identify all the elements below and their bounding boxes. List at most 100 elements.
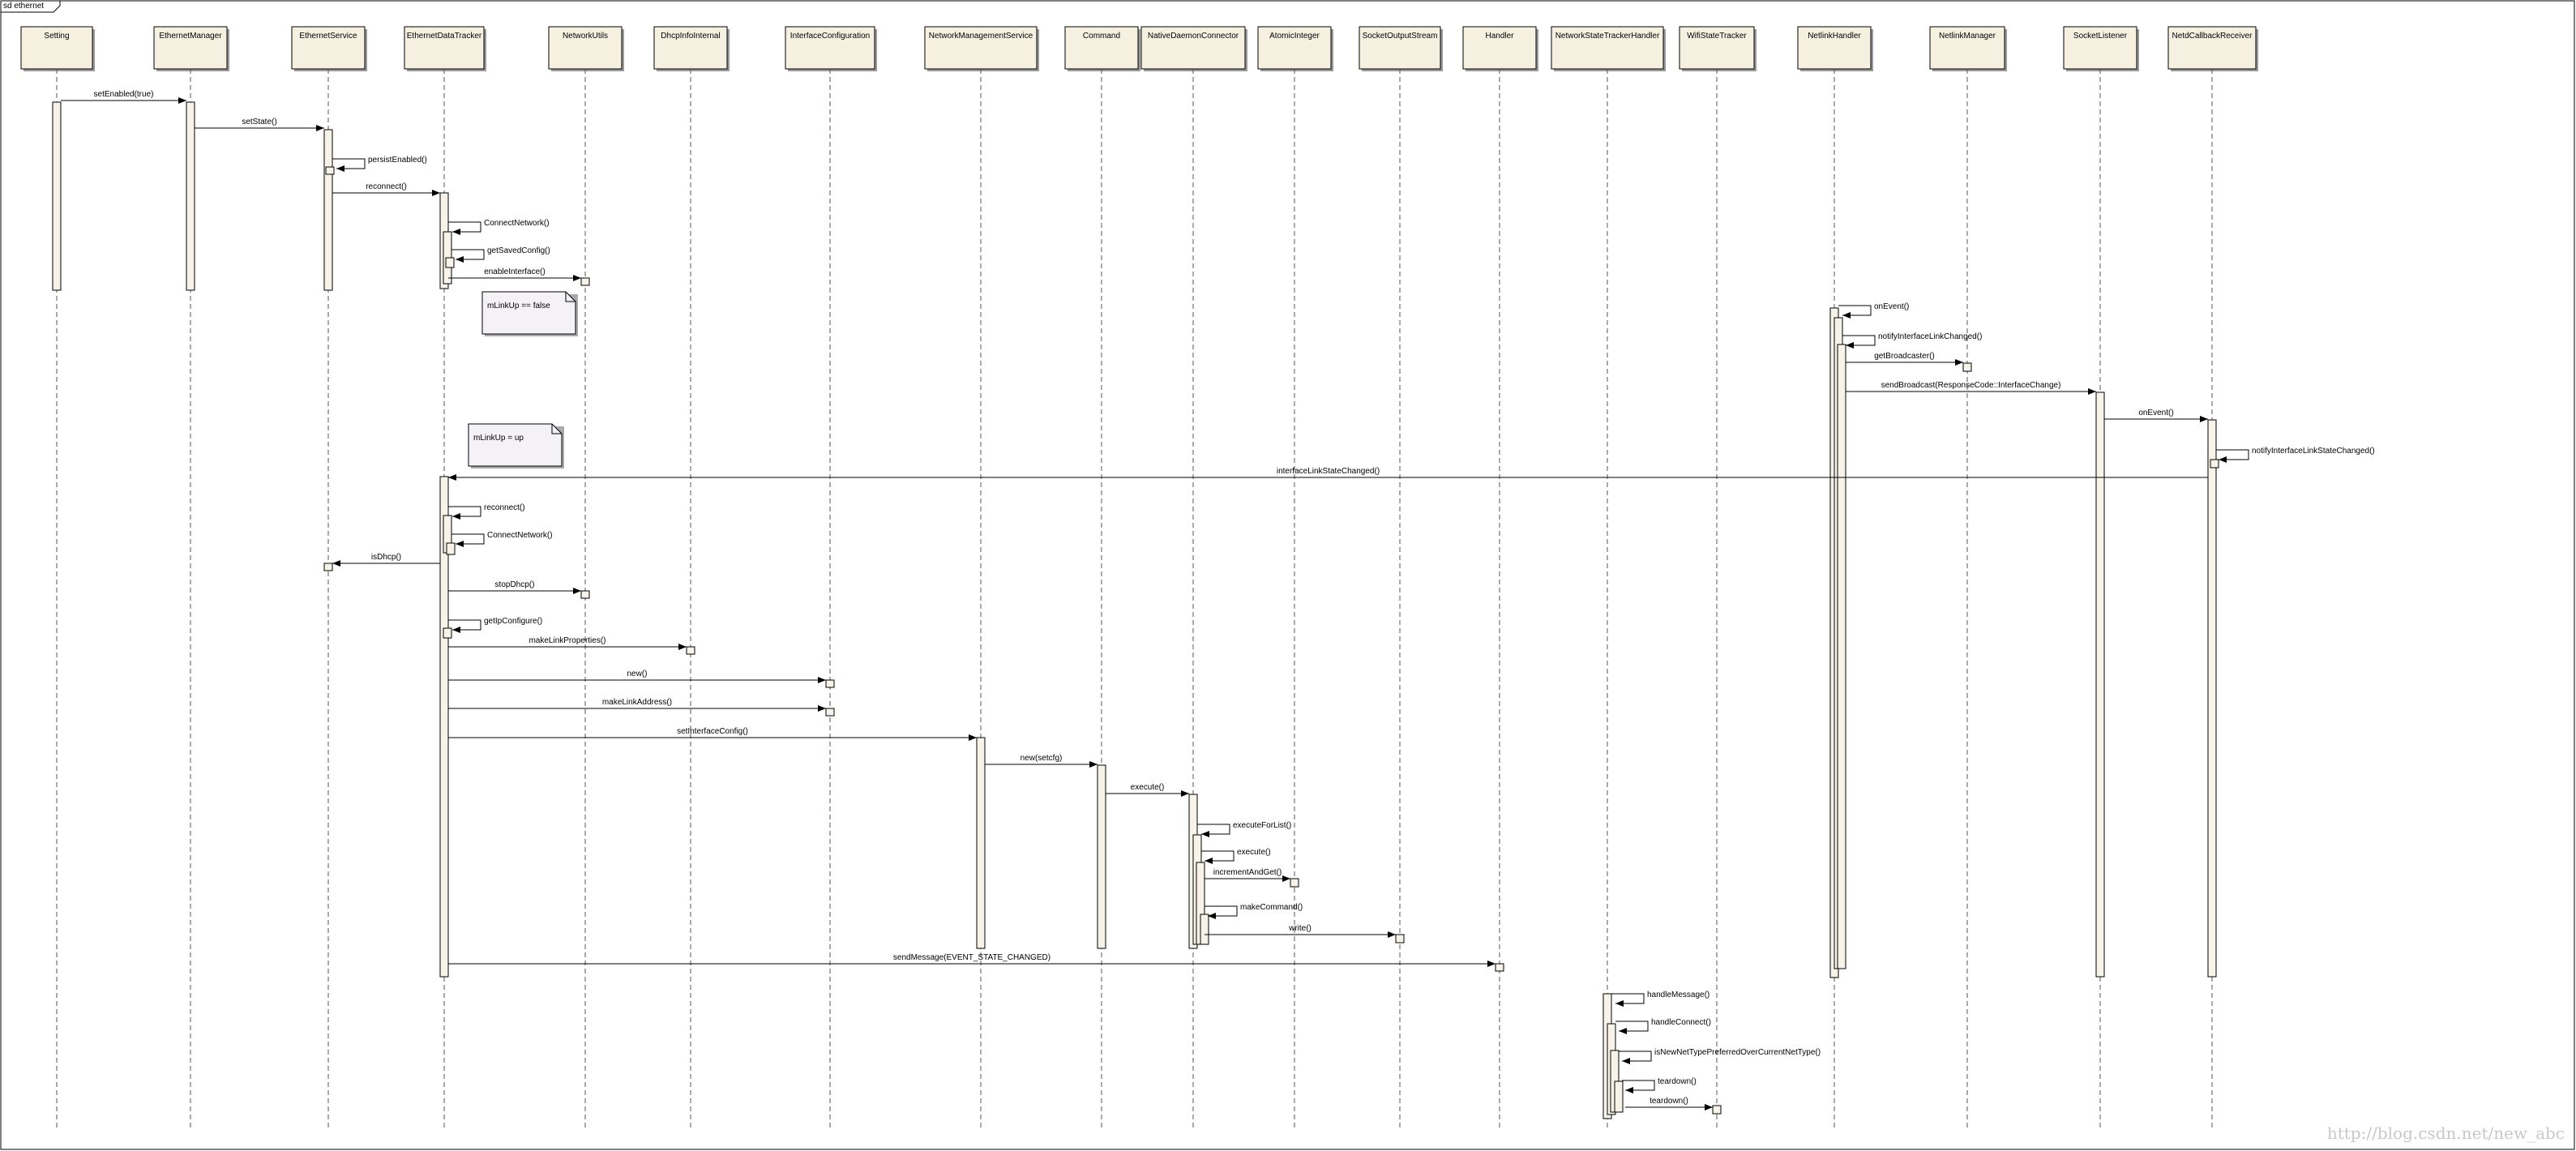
lifeline-label: NetworkUtils [563, 32, 608, 41]
lifeline-label: SocketListener [2073, 32, 2128, 41]
message-label: sendMessage(EVENT_STATE_CHANGED) [893, 953, 1051, 962]
message-label: getIpConfigure() [484, 617, 542, 626]
lifeline-label: AtomicInteger [1269, 32, 1320, 41]
lifeline-header-4 [548, 26, 623, 70]
message-label: executeForList() [1233, 821, 1291, 830]
self-message-arrow [1842, 335, 1876, 349]
self-message-arrow [1838, 305, 1872, 319]
message-label: getSavedConfig() [487, 246, 550, 255]
lifeline-label: NetworkStateTrackerHandler [1555, 32, 1660, 41]
activation-bar [446, 542, 456, 555]
activation-bar [976, 737, 986, 949]
message-label: onEvent() [2138, 409, 2173, 417]
activation-bar [2207, 419, 2217, 978]
activation-bar [439, 476, 449, 978]
lifeline-label: Setting [44, 32, 69, 41]
message-label: setState() [242, 118, 276, 126]
self-message-arrow [1201, 850, 1235, 864]
activation-bar [325, 166, 335, 175]
note-1 [468, 423, 563, 467]
message-label: makeLinkAddress() [602, 698, 672, 707]
message-label: write() [1288, 924, 1312, 933]
self-message-arrow [1205, 905, 1238, 919]
note-0 [481, 291, 576, 335]
lifeline-label: SocketOutputStream [1363, 32, 1438, 41]
lifeline-label: DhcpInfoInternal [661, 32, 720, 41]
message-label: setEnabled(true) [94, 90, 154, 99]
self-message-arrow [1197, 824, 1230, 837]
message-label: ConnectNetwork() [484, 219, 550, 228]
message-label: ConnectNetwork() [487, 531, 553, 540]
message-label: notifyInterfaceLinkStateChanged() [2252, 447, 2375, 456]
lifeline-label: EthernetService [299, 32, 357, 41]
lifeline-header-11 [1359, 26, 1441, 70]
activation-bar [1712, 1105, 1722, 1115]
self-message-arrow [1622, 1080, 1655, 1093]
message-label: execute() [1131, 783, 1165, 792]
activation-bar [1200, 914, 1209, 945]
self-message-arrow [451, 249, 485, 263]
lifeline-label: Handler [1485, 32, 1514, 41]
activation-bar [1614, 1080, 1624, 1113]
activation-bar [580, 277, 590, 286]
message-label: interfaceLinkStateChanged() [1277, 467, 1380, 476]
lifeline-label: EthernetDataTracker [407, 32, 482, 41]
message-label: teardown() [1650, 1097, 1688, 1106]
lifeline-label: NetdCallbackReceiver [2172, 32, 2253, 41]
lifeline-header-13 [1551, 26, 1664, 70]
message-label: sendBroadcast(ResponseCode::InterfaceCha… [1881, 381, 2061, 390]
message-label: stopDhcp() [495, 580, 535, 589]
message-label: isNewNetTypePreferredOverCurrentNetType(… [1654, 1048, 1821, 1057]
message-label: notifyInterfaceLinkChanged() [1878, 332, 1982, 341]
message-label: execute() [1237, 848, 1271, 857]
message-label: incrementAndGet() [1213, 868, 1282, 877]
self-message-arrow [448, 619, 481, 633]
message-label: getBroadcaster() [1874, 352, 1934, 361]
lifeline-header-1 [153, 26, 228, 70]
activation-bar [323, 563, 333, 571]
activation-bar [580, 590, 590, 599]
frame-title: sd ethernet [3, 2, 45, 11]
lifeline-label: WifiStateTracker [1687, 32, 1747, 41]
frame-tab [1, 1, 61, 13]
activation-bar [2210, 459, 2219, 469]
note-text: mLinkUp == false [487, 302, 550, 310]
lifeline-header-5 [653, 26, 728, 70]
message-label: teardown() [1658, 1077, 1697, 1086]
lifeline-header-3 [404, 26, 485, 70]
watermark: http://blog.csdn.net/new_abc [2326, 1123, 2565, 1143]
lifeline-header-2 [291, 26, 366, 70]
activation-bar [323, 129, 333, 291]
message-label: setInterfaceConfig() [677, 727, 748, 736]
activation-bar [825, 679, 835, 688]
activation-bar [2095, 392, 2105, 978]
lifeline-header-16 [1929, 26, 2005, 70]
note-text: mLinkUp = up [473, 434, 524, 443]
lifeline-header-12 [1462, 26, 1537, 70]
lifeline-label: InterfaceConfiguration [790, 32, 870, 41]
self-message-arrow [451, 533, 485, 547]
activation-bar [445, 257, 455, 268]
self-message-arrow [332, 158, 366, 172]
activation-bar [825, 708, 835, 717]
activation-bar [443, 627, 452, 639]
activation-bar [1290, 878, 1299, 888]
self-message-arrow [1615, 1020, 1649, 1034]
lifeline-label: EthernetManager [159, 32, 222, 41]
lifeline-label: NativeDaemonConnector [1148, 32, 1239, 41]
message-label: reconnect() [484, 503, 525, 512]
message-label: enableInterface() [484, 267, 546, 276]
activation-bar [52, 101, 62, 291]
activation-bar [1962, 362, 1972, 372]
lifeline-header-8 [1064, 26, 1139, 70]
self-message-arrow [1611, 993, 1645, 1007]
self-message-arrow [448, 506, 481, 520]
message-label: persistEnabled() [368, 156, 427, 165]
lifeline-header-7 [924, 26, 1038, 70]
activation-bar [186, 101, 195, 291]
activation-bar [1837, 344, 1846, 969]
lifeline-label: NetlinkManager [1939, 32, 1996, 41]
lifeline-header-0 [20, 26, 93, 70]
